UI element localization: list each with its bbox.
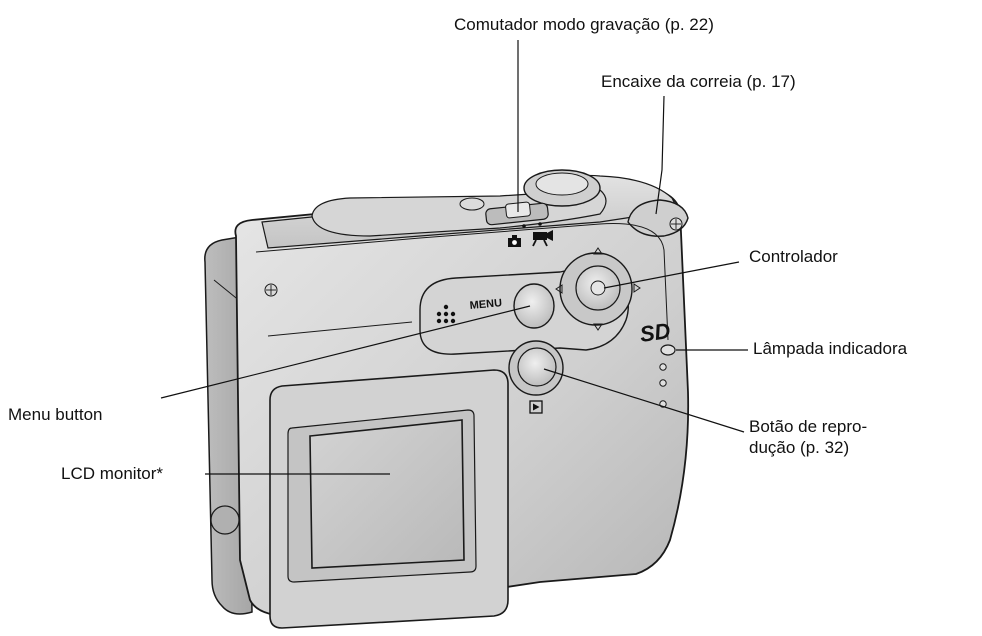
- playback-button: [517, 347, 557, 387]
- switch-dot-left: [522, 224, 526, 228]
- back-panel-outline: [255, 223, 669, 341]
- label-lcd-monitor: LCD monitor*: [61, 464, 164, 483]
- label-indicator-lamp: Lâmpada indicadora: [753, 339, 908, 358]
- top-small-button: [459, 197, 485, 211]
- shutter-button-top: [535, 172, 589, 196]
- sd-logo: SD: [638, 318, 672, 347]
- controller-center-dot: [590, 280, 606, 296]
- lamp-dot-2: [659, 379, 667, 387]
- leader-menu-button: [160, 305, 531, 399]
- menu-text: MENU: [469, 297, 502, 312]
- controller-arrows: [555, 247, 641, 331]
- leader-lines: [160, 40, 748, 475]
- side-eyelet-circle: [210, 505, 240, 535]
- speaker-grille: [436, 304, 456, 324]
- top-housing: [311, 189, 607, 237]
- lcd-screen: [309, 419, 465, 569]
- leader-playback-button: [543, 368, 745, 433]
- label-menu-button: Menu button: [8, 405, 103, 424]
- menu-button: [513, 283, 555, 329]
- indicator-lamp: [660, 344, 676, 356]
- leader-strap-eyelet: [655, 95, 665, 215]
- camera-mode-icon: [508, 235, 521, 247]
- label-record-switch: Comutador modo gravação (p. 22): [454, 15, 714, 34]
- playback-icon: [529, 400, 543, 414]
- back-panel-line: [267, 321, 413, 337]
- switch-dot-right: [538, 222, 542, 226]
- label-strap-eyelet: Encaixe da correia (p. 17): [601, 72, 796, 91]
- leader-controller: [603, 261, 740, 289]
- label-playback-button-line2: dução (p. 32): [749, 438, 850, 457]
- label-controller: Controlador: [749, 247, 838, 266]
- label-playback-button-line1: Botão de repro-: [749, 417, 868, 436]
- movie-mode-icon: [532, 230, 553, 247]
- lamp-dot-1: [659, 363, 667, 371]
